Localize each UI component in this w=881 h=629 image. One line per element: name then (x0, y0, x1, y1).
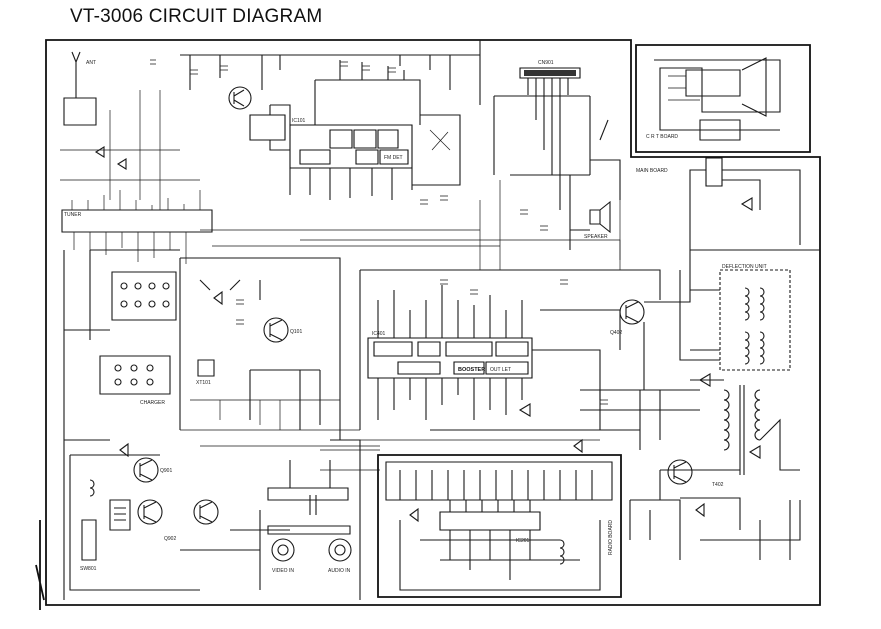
crt-board-inset: C R T BOARD (646, 57, 781, 141)
tuner-section: ANT TUNER (60, 51, 213, 264)
video-in-label: VIDEO IN (272, 568, 294, 574)
connector-clusters: CHARGER (63, 249, 180, 600)
fm-det-label: FM DET (384, 155, 403, 161)
ic101-label: IC101 (292, 118, 306, 124)
crt-board-label: C R T BOARD (646, 134, 678, 140)
speaker-label: SPEAKER (584, 234, 608, 240)
ic101-block: FM DET IC101 (180, 40, 481, 200)
t402-label: T402 (712, 482, 724, 488)
q902-label: Q902 (164, 536, 176, 542)
xt101-label: XT101 (196, 380, 211, 386)
booster-label: BOOSTER (458, 367, 485, 373)
cn901-label: CN901 (538, 60, 554, 66)
outer-frame (35, 39, 821, 610)
radio-board-label: RADIO BOARD (608, 520, 614, 555)
main-board-section: MAIN BOARD (636, 157, 820, 251)
ic401-label: IC401 (372, 331, 386, 337)
deflection-unit: DEFLECTION UNIT (679, 264, 791, 371)
bus-wires (180, 160, 621, 471)
audio-in-label: AUDIO IN (328, 568, 351, 574)
component-ticks (150, 59, 608, 405)
ic201-label: IC201 (516, 538, 530, 544)
radio-board: IC201 RADIO BOARD (385, 461, 614, 591)
av-jacks: VIDEO IN AUDIO IN (267, 439, 361, 600)
q402-label: Q402 (610, 330, 622, 336)
bottom-right-section (629, 499, 801, 560)
diagram-title: VT-3006 CIRCUIT DIAGRAM (70, 6, 323, 27)
q901-label: Q901 (160, 468, 172, 474)
flyback-transformer: T402 (659, 373, 800, 530)
main-board-label: MAIN BOARD (636, 168, 668, 174)
cn901-speaker-section: CN901 SPEAKER (493, 60, 621, 250)
deflection-unit-label: DEFLECTION UNIT (722, 264, 767, 270)
sw801-label: SW801 (80, 566, 97, 572)
video-section: Q101 XT101 (179, 257, 341, 440)
outlet-label: OUT LET (490, 367, 511, 373)
tuner-label: TUNER (64, 212, 82, 218)
q101-label: Q101 (290, 329, 302, 335)
charger-label: CHARGER (140, 400, 165, 406)
power-section: Q901 Q902 SW801 (69, 442, 290, 591)
ant-label: ANT (86, 60, 96, 66)
ic401-block: BOOSTER OUT LET IC401 Q402 (359, 250, 700, 454)
